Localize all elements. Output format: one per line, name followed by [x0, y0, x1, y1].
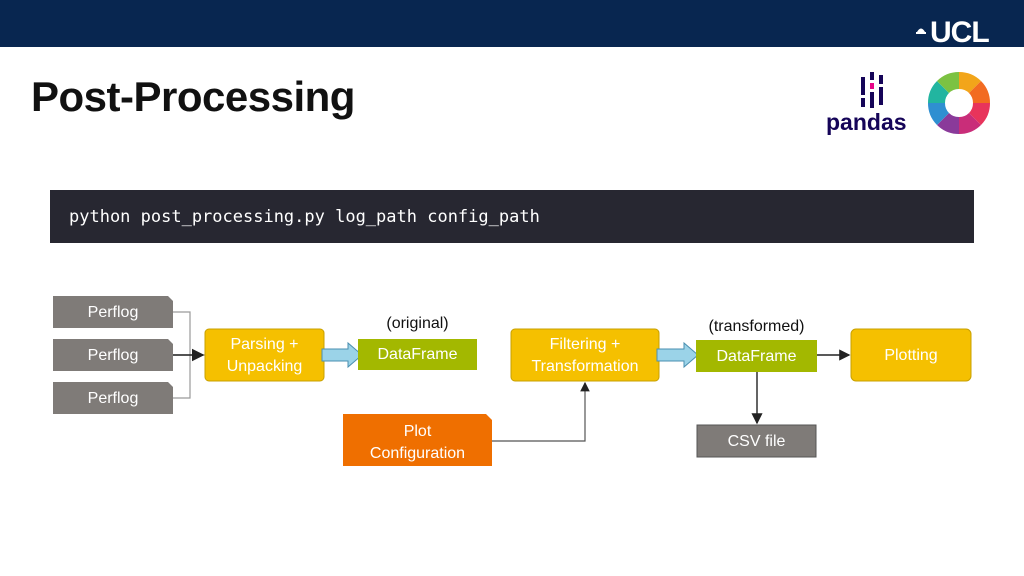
- polars-icon: [927, 71, 991, 135]
- plot-config-box: [343, 414, 492, 466]
- dataframe-transformed-label: DataFrame: [716, 348, 797, 365]
- blue-arrow-2: [656, 341, 699, 369]
- dataframe-original-box: [358, 339, 477, 370]
- perflog-label-2: Perflog: [87, 347, 139, 364]
- parsing-label-line2: Unpacking: [226, 358, 303, 375]
- parsing-label-line1: Parsing +: [230, 336, 299, 353]
- plotting-box: [850, 328, 972, 382]
- perflog-box-3: [53, 382, 173, 414]
- csv-label: CSV file: [727, 433, 786, 450]
- csv-box: [696, 424, 817, 458]
- ucl-logo-text: UCL: [930, 16, 990, 49]
- plot-config-connector: [492, 381, 590, 442]
- plot-config-label-line1: Plot: [403, 423, 432, 440]
- command-text: python post_processing.py log_path confi…: [69, 207, 540, 227]
- perflog-box-2: [53, 339, 173, 371]
- perflog-box-1: [53, 296, 173, 328]
- pandas-logo-text: pandas: [826, 109, 907, 135]
- filtering-label-line2: Transformation: [531, 358, 639, 375]
- dataframe-transformed-box: [696, 340, 817, 372]
- filtering-label-line1: Filtering +: [549, 336, 621, 353]
- pandas-bars-icon: [861, 72, 883, 108]
- command-box: python post_processing.py log_path confi…: [50, 190, 974, 243]
- page-title: Post-Processing: [31, 73, 355, 120]
- dataframe-transformed-caption: (transformed): [708, 318, 805, 335]
- plot-config-label-line2: Configuration: [369, 445, 466, 462]
- ucl-dome-icon: [916, 28, 926, 34]
- perflog-label-1: Perflog: [87, 304, 139, 321]
- blue-arrow-1: [321, 341, 363, 369]
- plotting-label: Plotting: [884, 347, 938, 364]
- dataframe-original-caption: (original): [386, 315, 449, 332]
- dataframe-original-label: DataFrame: [377, 346, 458, 363]
- pandas-logo: pandas: [826, 72, 918, 136]
- top-bar: UCL: [0, 0, 1024, 49]
- perflog-label-3: Perflog: [87, 390, 139, 407]
